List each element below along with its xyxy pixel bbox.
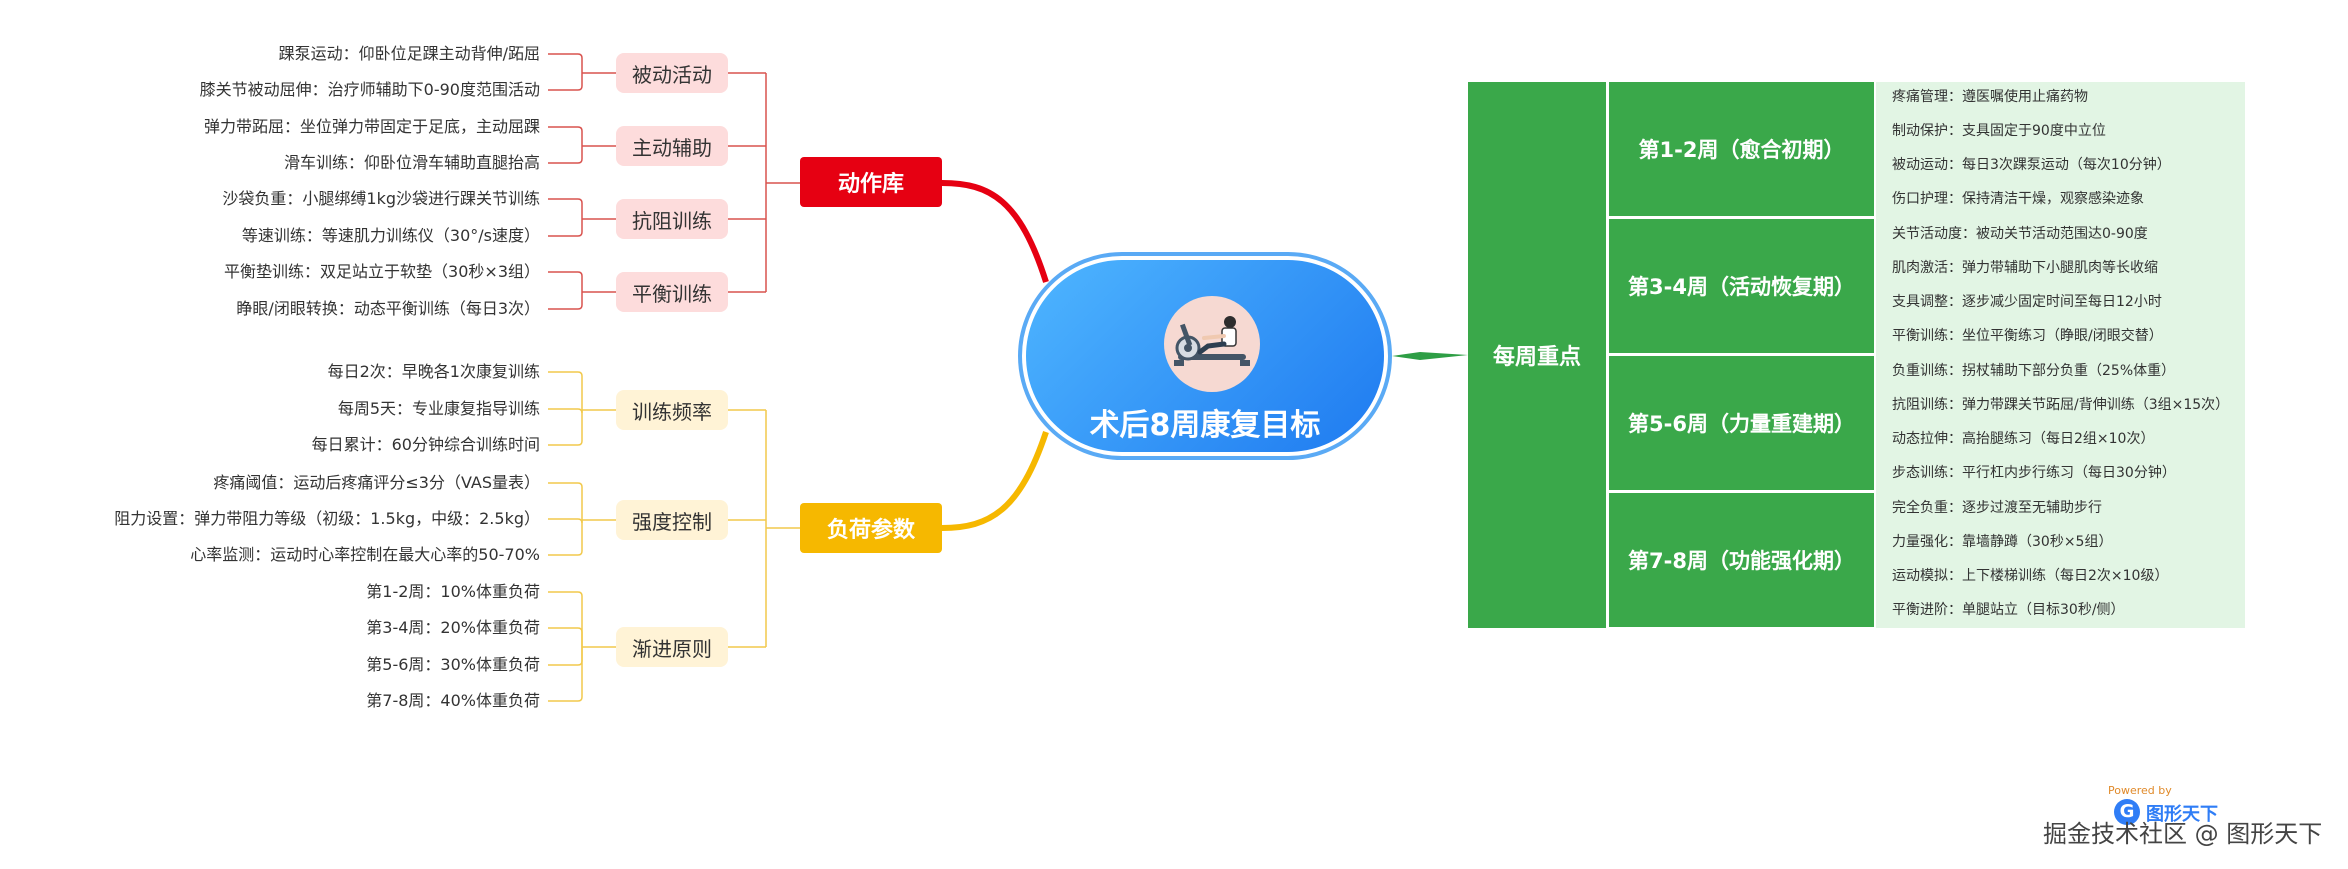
connector: [548, 647, 583, 666]
action-group-passive[interactable]: 被动活动: [616, 53, 728, 93]
week-item: 完全负重：逐步过渡至无辅助步行: [1892, 500, 2102, 516]
week-item: 抗阻训练：弹力带踝关节跖屈/背伸训练（3组×15次）: [1892, 397, 2230, 413]
action-leaf: 沙袋负重：小腿绑缚1kg沙袋进行踝关节训练: [222, 189, 540, 208]
connector: [548, 292, 583, 310]
week-item: 平衡训练：坐位平衡练习（睁眼/闭眼交替）: [1892, 328, 2163, 344]
connector: [548, 53, 583, 73]
link-center-weekly: [1392, 352, 1468, 360]
brand-name: 图形天下: [2146, 804, 2218, 825]
connector: [548, 627, 583, 647]
load-leaf: 疼痛阈值：运动后疼痛评分≤3分（VAS量表）: [213, 473, 540, 492]
weekly-focus-panel: 每周重点 第1-2周（愈合初期） 第3-4周（活动恢复期） 第5-6周（力量重建…: [1468, 82, 2245, 628]
phase-week-3-4[interactable]: 第3-4周（活动恢复期）: [1609, 219, 1874, 353]
week-item: 制动保护：支具固定于90度中立位: [1892, 123, 2106, 139]
action-leaf: 滑车训练：仰卧位滑车辅助直腿抬高: [283, 153, 540, 172]
action-group-assisted[interactable]: 主动辅助: [616, 126, 728, 166]
load-leaf: 第1-2周：10%体重负荷: [366, 582, 540, 601]
action-leaf: 睁眼/闭眼转换：动态平衡训练（每日3次）: [236, 299, 540, 318]
brand-g-icon: G: [2114, 799, 2140, 825]
week-item: 运动模拟：上下楼梯训练（每日2次×10级）: [1892, 568, 2169, 584]
center-node[interactable]: 术后8周康复目标: [1018, 252, 1392, 460]
week-item: 负重训练：拐杖辅助下部分负重（25%体重）: [1892, 363, 2176, 379]
action-leaf: 等速训练：等速肌力训练仪（30°/s速度）: [241, 226, 540, 245]
connector: [548, 408, 583, 414]
connector: [548, 198, 583, 219]
load-leaf: 阻力设置：弹力带阻力等级（初级：1.5kg，中级：2.5kg）: [114, 509, 540, 528]
connector: [548, 73, 583, 91]
load-leaf: 第7-8周：40%体重负荷: [366, 691, 540, 710]
weekly-focus-root[interactable]: 每周重点: [1468, 82, 1606, 628]
connector: [548, 647, 583, 702]
phase-week-5-6[interactable]: 第5-6周（力量重建期）: [1609, 356, 1874, 490]
load-group-progression[interactable]: 渐进原则: [616, 627, 728, 667]
connector: [548, 371, 583, 410]
load-group-intensity[interactable]: 强度控制: [616, 500, 728, 540]
connector: [548, 591, 583, 647]
week-item: 支具调整：逐步减少固定时间至每日12小时: [1892, 294, 2162, 310]
phase-week-7-8[interactable]: 第7-8周（功能强化期）: [1609, 493, 1874, 627]
brand-powered-text: Powered by: [2108, 784, 2172, 797]
action-group-resistance[interactable]: 抗阻训练: [616, 199, 728, 239]
connector: [548, 271, 583, 292]
connector: [548, 520, 583, 556]
week-item: 力量强化：靠墙静蹲（30秒×5组）: [1892, 534, 2113, 550]
action-leaf: 踝泵运动：仰卧位足踝主动背伸/跖屈: [278, 44, 540, 63]
week-item: 被动运动：每日3次踝泵运动（每次10分钟）: [1892, 157, 2171, 173]
action-group-balance[interactable]: 平衡训练: [616, 272, 728, 312]
load-leaf: 每日累计：60分钟综合训练时间: [311, 435, 540, 454]
week-item: 伤口护理：保持清洁干燥，观察感染迹象: [1892, 191, 2144, 207]
week-item: 动态拉伸：高抬腿练习（每日2组×10次）: [1892, 431, 2155, 447]
load-leaf: 每日2次：早晚各1次康复训练: [327, 362, 540, 381]
rowing-machine-icon: [1164, 296, 1260, 392]
category-load-params[interactable]: 负荷参数: [800, 503, 942, 553]
connector: [548, 518, 583, 524]
brand-logo: Powered by G 图形天下: [2108, 784, 2228, 825]
connector: [548, 146, 583, 164]
phase-week-1-2[interactable]: 第1-2周（愈合初期）: [1609, 82, 1874, 216]
load-leaf: 每周5天：专业康复指导训练: [337, 399, 540, 418]
action-leaf: 膝关节被动屈伸：治疗师辅助下0-90度范围活动: [199, 80, 540, 99]
center-title: 术后8周康复目标: [1089, 408, 1321, 443]
action-leaf: 弹力带跖屈：坐位弹力带固定于足底，主动屈踝: [203, 117, 540, 136]
week-item: 疼痛管理：遵医嘱使用止痛药物: [1892, 89, 2088, 105]
weekly-items-column: 疼痛管理：遵医嘱使用止痛药物 制动保护：支具固定于90度中立位 被动运动：每日3…: [1876, 82, 2245, 628]
connector: [548, 410, 583, 446]
week-item: 关节活动度：被动关节活动范围达0-90度: [1892, 226, 2148, 242]
link-load-center: [941, 431, 1049, 531]
week-item: 平衡进阶：单腿站立（目标30秒/侧）: [1892, 602, 2125, 618]
week-item: 肌肉激活：弹力带辅助下小腿肌肉等长收缩: [1892, 260, 2158, 276]
load-group-frequency[interactable]: 训练频率: [616, 390, 728, 430]
link-action-center: [941, 180, 1049, 283]
load-leaf: 心率监测：运动时心率控制在最大心率的50-70%: [190, 545, 540, 564]
category-action-library[interactable]: 动作库: [800, 157, 942, 207]
load-leaf: 第5-6周：30%体重负荷: [366, 655, 540, 674]
connector: [548, 126, 583, 146]
action-leaf: 平衡垫训练：双足站立于软垫（30秒×3组）: [224, 262, 540, 281]
week-item: 步态训练：平行杠内步行练习（每日30分钟）: [1892, 465, 2176, 481]
watermark: 掘金技术社区 @ 图形天下: [2043, 820, 2323, 848]
connector: [548, 482, 583, 520]
load-leaf: 第3-4周：20%体重负荷: [366, 618, 540, 637]
connector: [548, 219, 583, 237]
